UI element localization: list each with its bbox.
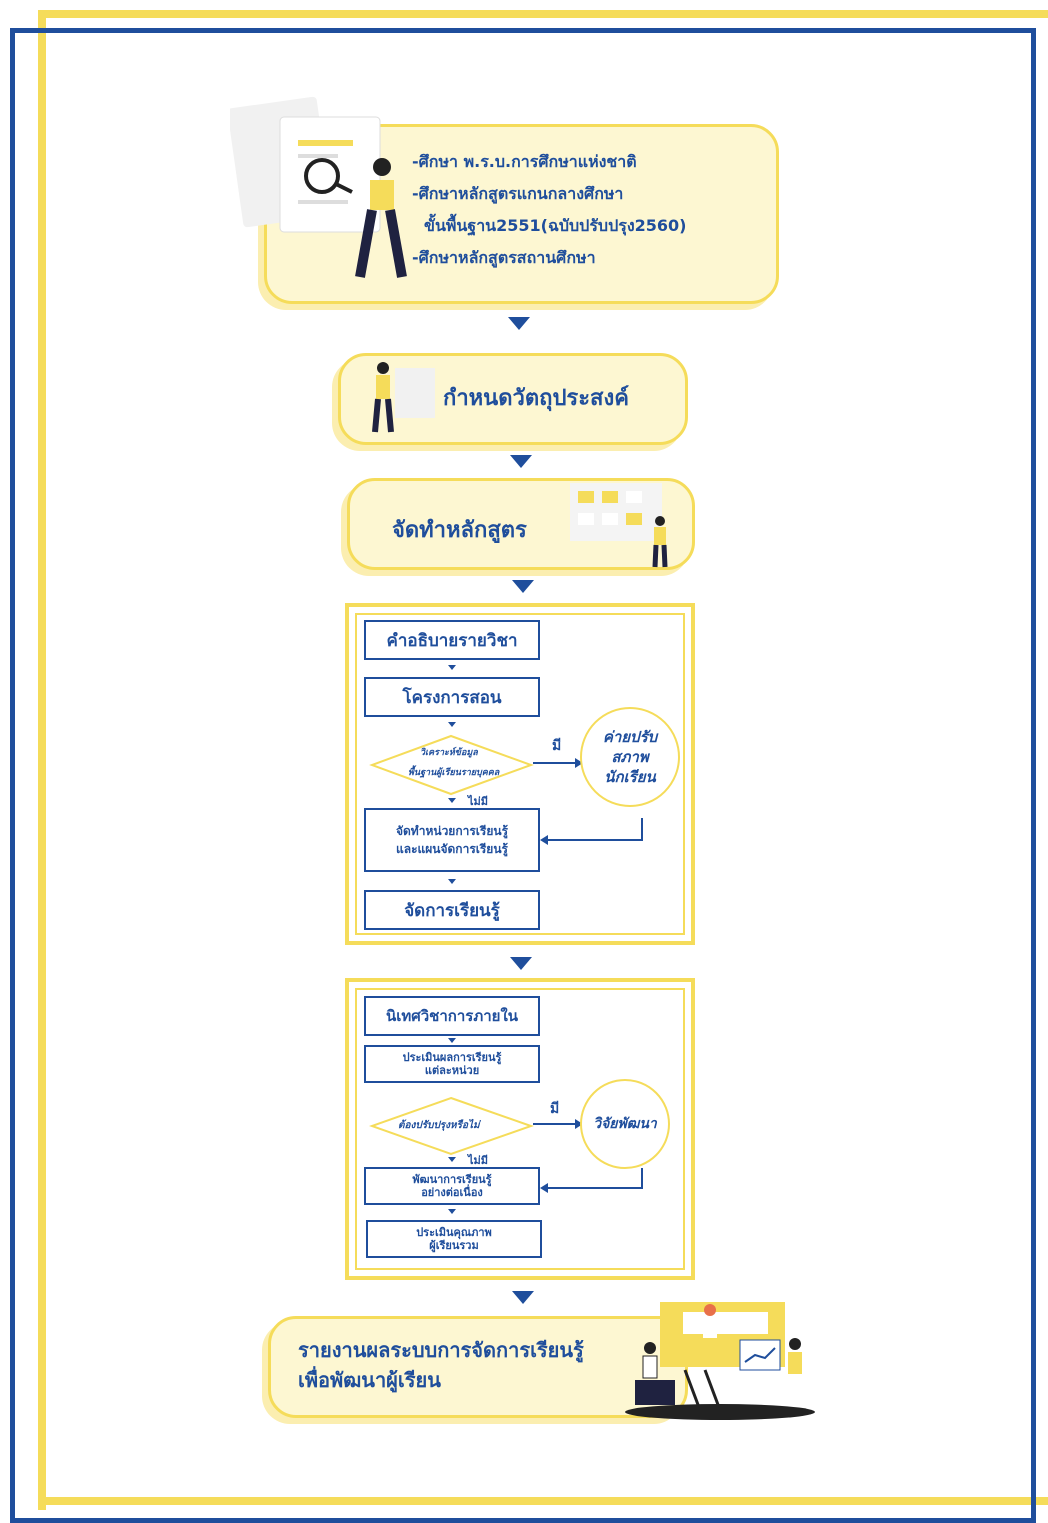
flow-arrow-1 bbox=[508, 317, 530, 330]
frame-yellow-left bbox=[38, 10, 46, 1510]
frame-yellow-bottom bbox=[38, 1497, 1048, 1505]
flow-arrow-5 bbox=[512, 1291, 534, 1304]
unit-assessment-line-2: แต่ละหน่วย bbox=[424, 1064, 480, 1077]
connector-dot bbox=[448, 1157, 456, 1162]
step3-label: จัดทำหลักสูตร bbox=[392, 518, 527, 543]
return-line-2 bbox=[540, 1168, 643, 1193]
connector-dot bbox=[448, 665, 456, 670]
curriculum-process-container bbox=[345, 603, 695, 945]
unit-plan-line-2: และแผนจัดการเรียนรู้ bbox=[395, 842, 508, 856]
no-label-2: ไม่มี bbox=[468, 1154, 489, 1167]
evaluation-process-container bbox=[345, 978, 695, 1280]
return-line-1 bbox=[540, 818, 643, 845]
connector-dot bbox=[448, 798, 456, 803]
study-illustration bbox=[230, 96, 407, 278]
decision-analyze-line-2: พื้นฐานผู้เรียนรายบุคคล bbox=[408, 768, 500, 778]
continuous-development-line-2: อย่างต่อเนื่อง bbox=[421, 1186, 483, 1199]
course-description-box: คำอธิบายรายวิชา bbox=[364, 620, 540, 660]
step1-line-2: -ศึกษาหลักสูตรแกนกลางศึกษา bbox=[412, 184, 624, 203]
yes-label-1: มี bbox=[552, 738, 562, 754]
final-line-1: รายงานผลระบบการจัดการเรียนรู้ bbox=[298, 1338, 584, 1362]
decision-improve-label: ต้องปรับปรุงหรือไม่ bbox=[398, 1120, 480, 1131]
step1-line-1: -ศึกษา พ.ร.บ.การศึกษาแห่งชาติ bbox=[412, 152, 637, 171]
step1-line-4: -ศึกษาหลักสูตรสถานศึกษา bbox=[412, 248, 596, 267]
unit-assessment-box: ประเมินผลการเรียนรู้แต่ละหน่วย bbox=[364, 1045, 540, 1083]
continuous-development-box: พัฒนาการเรียนรู้อย่างต่อเนื่อง bbox=[364, 1167, 540, 1205]
connector-dot bbox=[448, 722, 456, 727]
flow-arrow-3 bbox=[512, 580, 534, 593]
unit-plan-box: จัดทำหน่วยการเรียนรู้และแผนจัดการเรียนรู… bbox=[364, 808, 540, 872]
report-team-illustration bbox=[625, 1302, 815, 1420]
step1-line-3: ขั้นพื้นฐาน2551(ฉบับปรับปรุง2560) bbox=[424, 216, 687, 235]
no-label-1: ไม่มี bbox=[468, 795, 489, 808]
connector-dot bbox=[448, 1209, 456, 1214]
student-camp-circle: ค่ายปรับสภาพนักเรียน bbox=[580, 707, 680, 807]
flow-arrow-4 bbox=[510, 957, 532, 970]
step2-label: กำหนดวัตถุประสงค์ bbox=[443, 386, 629, 411]
connector-dot bbox=[448, 1038, 456, 1043]
curriculum-board-illustration bbox=[570, 483, 668, 568]
quality-assessment-line-1: ประเมินคุณภาพ bbox=[416, 1226, 492, 1239]
yes-label-2: มี bbox=[550, 1101, 560, 1117]
connector-dot bbox=[448, 879, 456, 884]
unit-assessment-line-1: ประเมินผลการเรียนรู้ bbox=[402, 1051, 502, 1064]
decision-diamond-improve bbox=[369, 1096, 534, 1156]
quality-assessment-line-2: ผู้เรียนรวม bbox=[429, 1239, 479, 1252]
yes-arrow bbox=[533, 758, 583, 768]
camp-line-2: สภาพ bbox=[611, 748, 649, 766]
camp-line-3: นักเรียน bbox=[604, 768, 656, 786]
decision-analyze-line-1: วิเคราะห์ข้อมูล bbox=[420, 748, 478, 758]
camp-line-1: ค่ายปรับ bbox=[602, 728, 658, 746]
flow-arrow-2 bbox=[510, 455, 532, 468]
continuous-development-line-1: พัฒนาการเรียนรู้ bbox=[412, 1173, 492, 1186]
final-line-2: เพื่อพัฒนาผู้เรียน bbox=[298, 1368, 441, 1392]
frame-yellow-top bbox=[38, 10, 1048, 18]
learning-management-box: จัดการเรียนรู้ bbox=[364, 890, 540, 930]
objective-illustration bbox=[372, 362, 435, 433]
unit-plan-line-1: จัดทำหน่วยการเรียนรู้ bbox=[395, 824, 509, 838]
teaching-plan-box: โครงการสอน bbox=[364, 677, 540, 717]
research-development-circle: วิจัยพัฒนา bbox=[580, 1079, 670, 1169]
final-panel bbox=[268, 1316, 688, 1418]
yes-arrow-2 bbox=[533, 1119, 583, 1129]
internal-supervision-box: นิเทศวิชาการภายใน bbox=[364, 996, 540, 1036]
decision-diamond-analyze bbox=[369, 734, 534, 796]
quality-assessment-box: ประเมินคุณภาพผู้เรียนรวม bbox=[366, 1220, 542, 1258]
